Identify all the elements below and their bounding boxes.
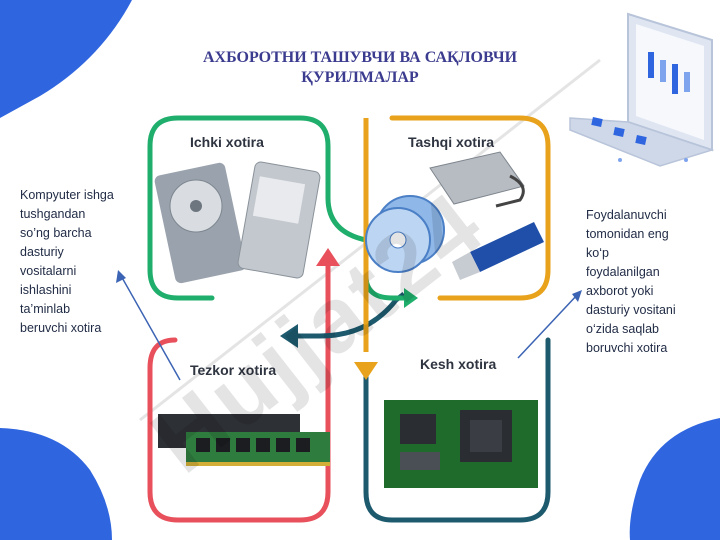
arrow-head-red <box>316 248 340 266</box>
corner-shape-bottom-left <box>0 428 112 540</box>
note-right-line: foydalanilgan <box>586 265 660 279</box>
page-title: АХБОРОТНИ ТАШУВЧИ ВА САҚЛОВЧИ ҚУРИЛМАЛАР <box>140 48 580 88</box>
ram-module-icon <box>158 414 330 466</box>
arrow-head-teal <box>280 324 298 348</box>
note-right-line: axborot yoki <box>586 284 654 298</box>
note-right-line: tomonidan eng <box>586 227 669 241</box>
circuit-board-icon <box>384 400 538 488</box>
loop-cache-link <box>290 292 406 339</box>
note-left-line: vositalarni <box>20 264 77 278</box>
note-right-line: dasturiy vositani <box>586 303 676 317</box>
loop-internal <box>147 115 331 301</box>
note-left-line: tushgandan <box>20 207 86 221</box>
pointer-line-left <box>119 273 181 381</box>
note-right: Foydalanuvchi tomonidan eng ko‘p foydala… <box>586 206 714 358</box>
note-right-line: boruvchi xotira <box>586 341 668 355</box>
corner-shape-bottom-right <box>629 418 720 540</box>
usb-flash-icon <box>452 222 544 280</box>
label-ram-memory: Tezkor xotira <box>190 362 277 378</box>
title-line-2: ҚУРИЛМАЛАР <box>301 69 419 86</box>
note-left-line: ta’minlab <box>20 302 71 316</box>
hard-drive-icon <box>154 161 321 284</box>
title-line-1: АХБОРОТНИ ТАШУВЧИ ВА САҚЛОВЧИ <box>202 49 518 66</box>
pointer-arrowhead-left <box>116 270 126 283</box>
note-left: Kompyuter ishga tushgandan so’ng barcha … <box>20 186 140 338</box>
note-right-line: o‘zida saqlab <box>586 322 659 336</box>
loop-cache <box>363 337 551 523</box>
note-left-line: ishlashini <box>20 283 72 297</box>
note-left-line: so’ng barcha <box>20 226 92 240</box>
optical-disc-icon <box>365 195 445 273</box>
label-cache-memory: Kesh xotira <box>420 356 497 372</box>
arrow-head-orange <box>354 362 378 380</box>
label-internal-memory: Ichki xotira <box>190 134 264 150</box>
corner-shape-top-left <box>0 0 132 118</box>
arrow-head-green <box>404 288 418 308</box>
note-left-line: Kompyuter ishga <box>20 188 114 202</box>
loop-external <box>389 115 551 301</box>
label-external-memory: Tashqi xotira <box>408 134 495 150</box>
laptop-icon <box>569 12 715 167</box>
note-left-line: dasturiy <box>20 245 64 259</box>
loop-ram <box>147 255 331 523</box>
pointer-arrowhead-right <box>572 290 582 302</box>
note-right-line: Foydalanuvchi <box>586 208 667 222</box>
pointer-line-right <box>517 293 579 359</box>
note-right-line: ko‘p <box>586 246 609 260</box>
external-hdd-icon <box>429 151 525 208</box>
note-left-line: beruvchi xotira <box>20 321 102 335</box>
